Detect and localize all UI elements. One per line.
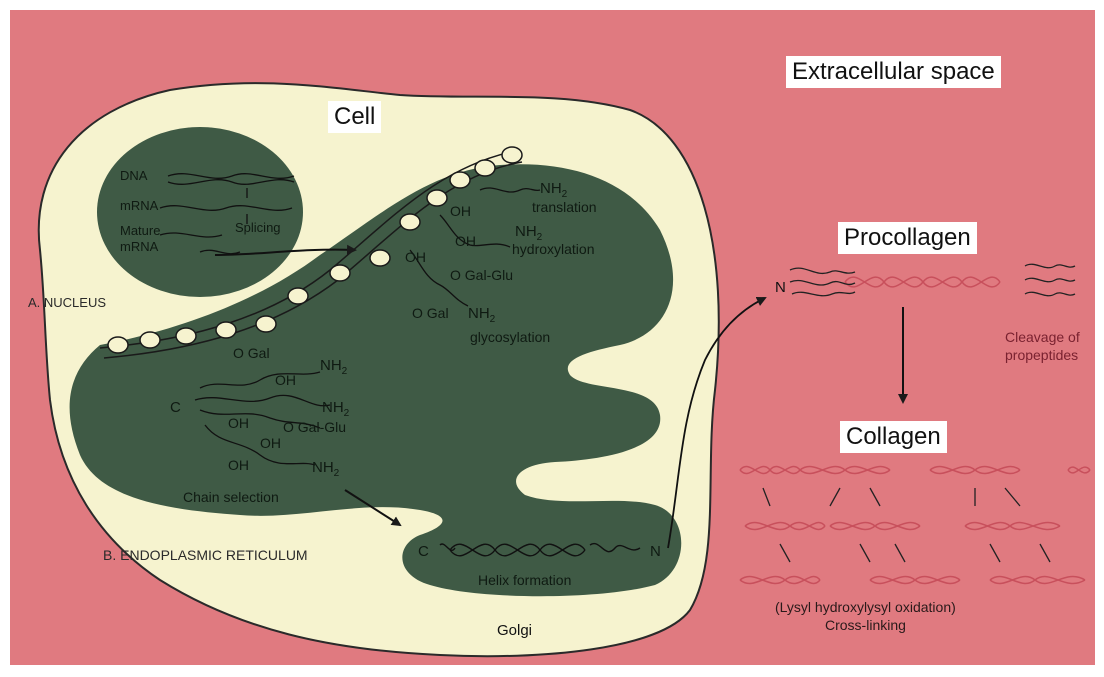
ribosome (450, 172, 470, 188)
helix-formation-label: Helix formation (478, 572, 571, 588)
ribosome (370, 250, 390, 266)
ribosome (108, 337, 128, 353)
oh-label-3: OH (405, 249, 426, 265)
ribosome (400, 214, 420, 230)
o-gal-label-2: O Gal (233, 345, 270, 361)
chain-selection-label: Chain selection (183, 489, 279, 505)
oh-label-4: OH (275, 372, 296, 388)
mrna-label: mRNA (120, 198, 159, 213)
mature-label: Mature (120, 223, 160, 238)
procollagen-title: Procollagen (838, 222, 977, 254)
ribosome (216, 322, 236, 338)
oh-label-5: OH (228, 415, 249, 431)
oh-label-2: OH (455, 233, 476, 249)
er-label: B. ENDOPLASMIC RETICULUM (103, 547, 308, 563)
cleavage-label-2: propeptides (1005, 347, 1078, 363)
n-label-procollagen: N (775, 279, 786, 296)
nucleus-label: A. NUCLEUS (28, 295, 106, 310)
ribosome (288, 288, 308, 304)
cell-title: Cell (328, 101, 381, 133)
dna-label: DNA (120, 168, 148, 183)
ribosome (140, 332, 160, 348)
oh-label-1: OH (450, 203, 471, 219)
ribosome (502, 147, 522, 163)
ribosome (330, 265, 350, 281)
n-label-helix: N (650, 543, 661, 560)
c-label-helix: C (418, 543, 429, 560)
collagen-title: Collagen (840, 421, 947, 453)
lysyl-oxidation-label: (Lysyl hydroxylysyl oxidation) (775, 599, 956, 615)
cross-linking-label: Cross-linking (825, 617, 906, 633)
o-gal-glu-label-1: O Gal-Glu (450, 267, 513, 283)
extracellular-space-title: Extracellular space (786, 56, 1001, 88)
hydroxylation-label: hydroxylation (512, 241, 595, 257)
glycosylation-label: glycosylation (470, 329, 550, 345)
ribosome (256, 316, 276, 332)
ribosome (475, 160, 495, 176)
cleavage-label-1: Cleavage of (1005, 329, 1080, 345)
splicing-label: Splicing (235, 220, 281, 235)
oh-label-7: OH (228, 457, 249, 473)
translation-label: translation (532, 199, 597, 215)
ribosome (427, 190, 447, 206)
ribosome (176, 328, 196, 344)
mature-mrna-label: mRNA (120, 239, 159, 254)
o-gal-label-1: O Gal (412, 305, 449, 321)
c-label-chain: C (170, 399, 181, 416)
golgi-label: Golgi (497, 622, 532, 639)
o-gal-glu-label-2: O Gal-Glu (283, 419, 346, 435)
oh-label-6: OH (260, 435, 281, 451)
